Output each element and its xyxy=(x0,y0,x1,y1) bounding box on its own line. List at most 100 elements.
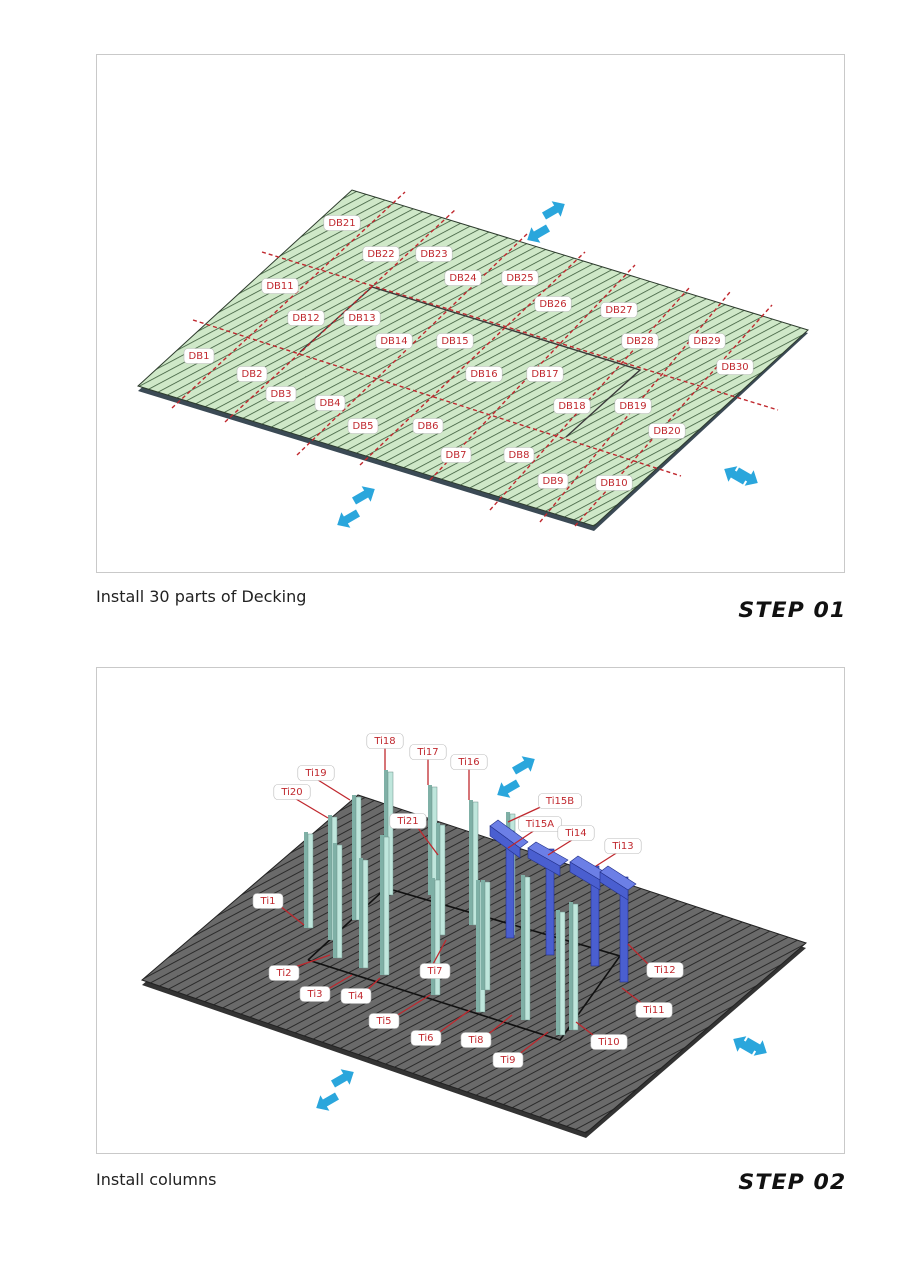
leader-line xyxy=(317,779,351,801)
columns xyxy=(304,770,637,1036)
column-label-text: Ti10 xyxy=(597,1037,619,1048)
column-label-ti6: Ti6 xyxy=(410,1030,442,1046)
column-face xyxy=(524,876,531,1021)
decking-label-db5: DB5 xyxy=(347,418,379,434)
decking-label-text: DB12 xyxy=(292,313,319,324)
column xyxy=(359,858,363,968)
column-label-ti8: Ti8 xyxy=(460,1032,492,1048)
column-label-ti12: Ti12 xyxy=(646,962,684,978)
leader-line xyxy=(595,851,619,867)
decking-label-text: DB20 xyxy=(653,426,680,437)
column-label-text: Ti15B xyxy=(545,796,574,807)
move-arrow-icon xyxy=(492,751,540,803)
decking-label-db3: DB3 xyxy=(265,386,297,402)
column xyxy=(328,815,332,940)
column-face xyxy=(434,879,441,996)
decking-label-db30: DB30 xyxy=(716,359,754,375)
column-label-ti17: Ti17 xyxy=(409,744,447,760)
decking-label-db17: DB17 xyxy=(526,366,564,382)
decking-plate xyxy=(137,189,809,531)
decking-label-db24: DB24 xyxy=(444,270,482,286)
column-label-ti10: Ti10 xyxy=(590,1034,628,1050)
decking-label-text: DB22 xyxy=(367,249,394,260)
decking-label-text: DB18 xyxy=(558,401,585,412)
column-label-text: Ti11 xyxy=(642,1005,664,1016)
column-label-text: Ti4 xyxy=(348,991,364,1002)
decking-label-db13: DB13 xyxy=(343,310,381,326)
step1-caption: Install 30 parts of Decking xyxy=(96,587,307,606)
column xyxy=(481,880,485,990)
leader-line xyxy=(507,829,536,849)
column-label-text: Ti6 xyxy=(418,1033,434,1044)
decking-label-text: DB6 xyxy=(418,421,439,432)
column xyxy=(304,832,308,928)
decking-label-text: DB29 xyxy=(693,336,720,347)
column xyxy=(436,823,440,935)
decking-label-db1: DB1 xyxy=(183,348,215,364)
decking-label-db27: DB27 xyxy=(600,302,638,318)
decking-label-db9: DB9 xyxy=(537,473,569,489)
column-label-ti4: Ti4 xyxy=(340,988,372,1004)
decking-label-db7: DB7 xyxy=(440,447,472,463)
decking-seam-lines xyxy=(299,286,642,438)
column-face xyxy=(472,801,479,926)
column-face xyxy=(362,859,369,969)
decking-label-text: DB23 xyxy=(420,249,447,260)
column-label-ti14: Ti14 xyxy=(557,825,595,841)
decking-label-db14: DB14 xyxy=(375,333,413,349)
column xyxy=(476,880,480,1012)
leader-line xyxy=(395,994,431,1017)
column xyxy=(556,910,560,1035)
decking-label-text: DB27 xyxy=(605,305,632,316)
column-label-text: Ti12 xyxy=(653,965,675,976)
decking-label-text: DB5 xyxy=(353,421,374,432)
move-arrow-icon xyxy=(719,461,763,491)
column-label-ti5: Ti5 xyxy=(368,1013,400,1029)
leader-line xyxy=(547,839,573,856)
decking-label-db19: DB19 xyxy=(614,398,652,414)
leader-line xyxy=(431,939,447,967)
leader-line xyxy=(621,987,645,1006)
decking-label-db21: DB21 xyxy=(323,215,361,231)
column-label-text: Ti2 xyxy=(276,968,292,979)
column xyxy=(352,795,356,920)
column-label-text: Ti1 xyxy=(260,896,276,907)
column-face xyxy=(307,833,314,929)
column-label-ti21: Ti21 xyxy=(389,813,427,829)
decking-label-text: DB16 xyxy=(470,369,497,380)
decking-label-db28: DB28 xyxy=(621,333,659,349)
column-label-ti15b: Ti15B xyxy=(538,793,582,809)
column xyxy=(428,785,432,895)
column-label-text: Ti15A xyxy=(525,819,554,830)
column xyxy=(469,800,473,925)
column-face xyxy=(559,911,566,1036)
decking-label-db22: DB22 xyxy=(362,246,400,262)
decking-label-text: DB30 xyxy=(721,362,748,373)
decking-label-text: DB10 xyxy=(600,478,627,489)
decking-label-text: DB26 xyxy=(539,299,566,310)
beam-side xyxy=(489,825,521,859)
column xyxy=(380,835,384,975)
decking-label-db11: DB11 xyxy=(261,278,299,294)
column-label-text: Ti5 xyxy=(376,1016,392,1027)
decking-label-text: DB24 xyxy=(449,273,476,284)
column-label-ti19: Ti19 xyxy=(297,765,335,781)
column-face xyxy=(572,903,579,1031)
decking-label-db8: DB8 xyxy=(503,447,535,463)
decking-label-db26: DB26 xyxy=(534,296,572,312)
decking-label-db20: DB20 xyxy=(648,423,686,439)
move-arrow-icon xyxy=(522,196,570,248)
leader-line xyxy=(327,974,353,990)
column-label-text: Ti16 xyxy=(457,757,479,768)
decking-label-text: DB13 xyxy=(348,313,375,324)
decking-label-text: DB3 xyxy=(271,389,292,400)
column-label-text: Ti14 xyxy=(564,828,586,839)
leader-line xyxy=(291,954,331,969)
decking-label-db12: DB12 xyxy=(287,310,325,326)
decking-label-text: DB11 xyxy=(266,281,293,292)
decking-label-text: DB8 xyxy=(509,450,530,461)
column-label-ti16: Ti16 xyxy=(450,754,488,770)
